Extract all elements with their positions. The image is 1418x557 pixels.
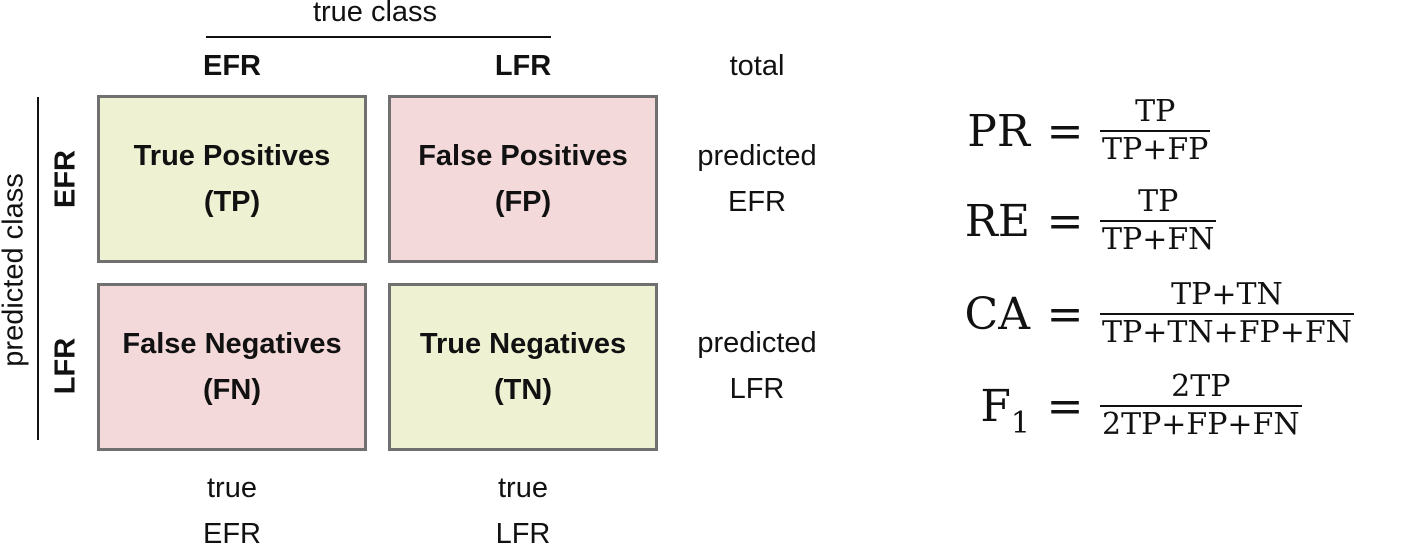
formula-f1-fraction: 2TP 2TP+FP+FN <box>1100 372 1302 440</box>
column-header-efr: EFR <box>203 50 261 82</box>
formula-f1-numerator: 2TP <box>1171 369 1231 404</box>
fraction-bar <box>1100 220 1217 222</box>
formula-precision-numerator: TP <box>1135 94 1176 129</box>
formula-recall-denominator: TP+FN <box>1102 222 1215 257</box>
formula-accuracy-denominator: TP+TN+FP+FN <box>1102 315 1352 350</box>
formula-accuracy-numerator: TP+TN <box>1171 277 1283 312</box>
cell-false-positives: False Positives (FP) <box>388 95 658 263</box>
true-class-header: true class <box>312 0 438 28</box>
formula-precision-lhs: PR <box>967 105 1030 157</box>
formula-recall-lhs: RE <box>964 195 1030 247</box>
row-header-efr-label: EFR <box>49 150 82 208</box>
formula-recall-numerator: TP <box>1138 184 1179 219</box>
cell-fn-abbr: (FN) <box>203 374 261 406</box>
cell-tp-abbr: (TP) <box>203 186 261 218</box>
cell-tp-title: True Positives <box>133 140 331 172</box>
predicted-class-rule <box>37 97 39 440</box>
formula-recall-eq: = <box>1046 195 1084 247</box>
fraction-bar <box>1100 405 1302 407</box>
row-header-lfr-label: LFR <box>49 337 82 395</box>
formula-precision-fraction: TP TP+FP <box>1100 94 1211 167</box>
formula-accuracy-fraction: TP+TN TP+TN+FP+FN <box>1100 280 1354 348</box>
col-total-efr-line1: true <box>207 472 257 504</box>
row-total-predicted-efr: predicted EFR <box>686 133 828 225</box>
formula-f1-subscript: 1 <box>1010 405 1030 441</box>
formula-recall-fraction: TP TP+FN <box>1100 184 1217 257</box>
formula-f1: F1 = 2TP 2TP+FP+FN <box>910 372 1302 441</box>
total-header: total <box>729 50 785 82</box>
col-total-efr-line2: EFR <box>203 518 261 550</box>
fraction-bar <box>1100 313 1354 315</box>
cell-fn-title: False Negatives <box>122 328 342 360</box>
formula-precision: PR = TP TP+FP <box>910 94 1211 167</box>
fraction-bar <box>1100 130 1211 132</box>
column-header-lfr: LFR <box>494 50 552 82</box>
row-total-lfr-line2: LFR <box>729 373 785 405</box>
formula-f1-lhs: F1 <box>910 380 1030 441</box>
formula-recall: RE = TP TP+FN <box>910 184 1217 257</box>
formula-accuracy-eq: = <box>1046 288 1084 340</box>
cell-tn-abbr: (TN) <box>494 374 552 406</box>
row-total-predicted-lfr: predicted LFR <box>686 320 828 412</box>
col-total-lfr-line1: true <box>498 472 548 504</box>
formula-accuracy-lhs: CA <box>964 288 1030 340</box>
cell-tn-title: True Negatives <box>419 328 627 360</box>
cell-fp-abbr: (FP) <box>494 186 552 218</box>
formula-f1-eq: = <box>1046 380 1084 432</box>
true-class-rule <box>206 36 551 38</box>
row-total-efr-line1: predicted <box>697 140 817 172</box>
cell-false-negatives: False Negatives (FN) <box>97 283 367 451</box>
formula-f1-lhs-main: F <box>980 380 1011 432</box>
formula-precision-denominator: TP+FP <box>1102 132 1209 167</box>
formula-f1-denominator: 2TP+FP+FN <box>1102 407 1300 442</box>
col-total-true-lfr: true LFR <box>388 465 658 557</box>
cell-true-positives: True Positives (TP) <box>97 95 367 263</box>
col-total-true-efr: true EFR <box>97 465 367 557</box>
formula-accuracy: CA = TP+TN TP+TN+FP+FN <box>910 280 1354 348</box>
formula-precision-eq: = <box>1046 105 1084 157</box>
col-total-lfr-line2: LFR <box>495 518 551 550</box>
row-total-lfr-line1: predicted <box>697 327 817 359</box>
cell-true-negatives: True Negatives (TN) <box>388 283 658 451</box>
cell-fp-title: False Positives <box>418 140 628 172</box>
predicted-class-label: predicted class <box>0 173 30 367</box>
row-total-efr-line2: EFR <box>728 186 786 218</box>
